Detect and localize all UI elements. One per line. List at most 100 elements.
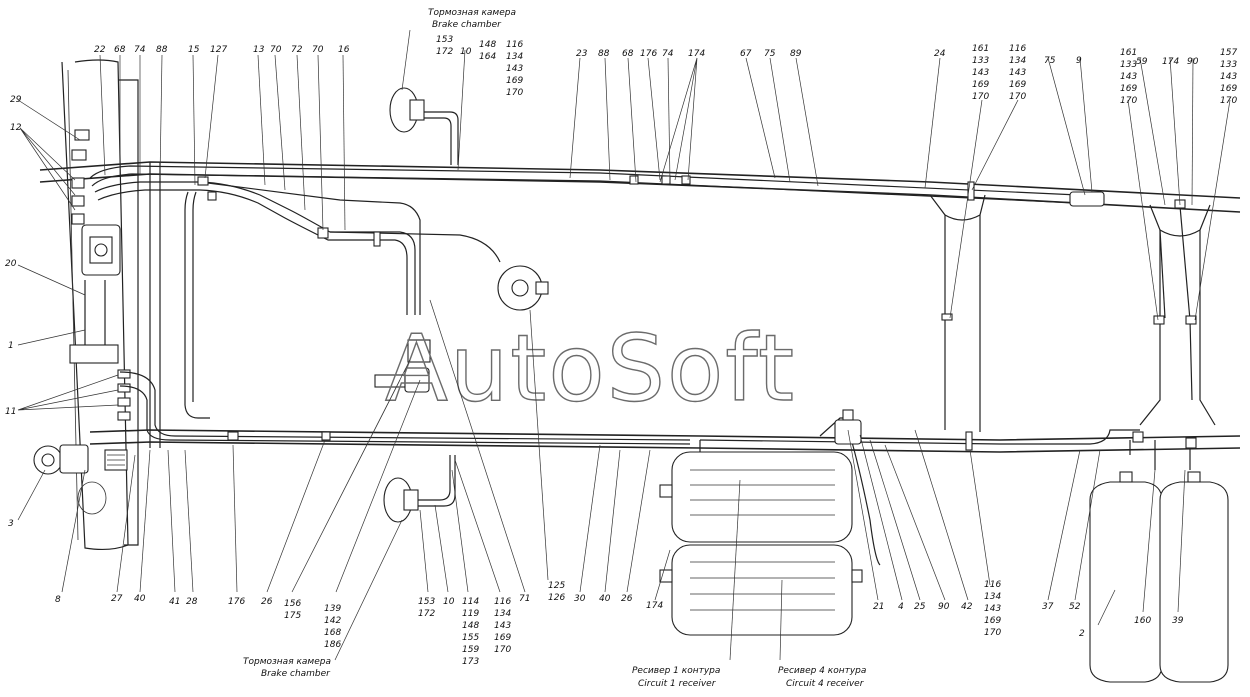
label-88: 88	[598, 49, 610, 59]
label-90: 90	[1187, 57, 1199, 67]
label-12: 12	[10, 123, 22, 133]
label-group10-2: 143	[984, 604, 1001, 614]
label-74: 74	[662, 49, 674, 59]
label-22: 22	[94, 45, 106, 55]
label-148: 148	[479, 40, 496, 50]
label-74: 74	[134, 45, 146, 55]
label-group9-3: 169	[494, 633, 511, 643]
label-37: 37	[1042, 602, 1054, 612]
label-176: 176	[640, 49, 657, 59]
watermark-text: AutoSoft	[385, 315, 796, 422]
label-group2-3: 169	[972, 80, 989, 90]
label-group5-2: 143	[1220, 72, 1237, 82]
label-group10-4: 170	[984, 628, 1001, 638]
label-group8-3: 155	[462, 633, 479, 643]
label-11: 11	[5, 407, 16, 417]
label-group4-4: 170	[1120, 96, 1137, 106]
label-26: 26	[621, 594, 633, 604]
label-group5-4: 170	[1220, 96, 1237, 106]
label-15: 15	[188, 45, 200, 55]
label-group3-0: 116	[1009, 44, 1026, 54]
label-30: 30	[574, 594, 586, 604]
label-68: 68	[622, 49, 634, 59]
label-23: 23	[576, 49, 588, 59]
label-156: 156	[284, 599, 301, 609]
label-2: 2	[1079, 629, 1085, 639]
label-10: 10	[460, 47, 472, 57]
label-group1-4: 170	[506, 88, 523, 98]
label-174: 174	[1162, 57, 1179, 67]
label-52: 52	[1069, 602, 1081, 612]
receiver-circuit-1	[659, 451, 853, 543]
label-group9-0: 116	[494, 597, 511, 607]
caption-chamber-top-ru: Тормозная камера	[428, 8, 516, 18]
label-174: 174	[688, 49, 705, 59]
label-126: 126	[548, 593, 565, 603]
label-group10-1: 134	[984, 592, 1001, 602]
label-group5-3: 169	[1220, 84, 1237, 94]
label-group3-4: 170	[1009, 92, 1026, 102]
label-164: 164	[479, 52, 496, 62]
label-group1-1: 134	[506, 52, 523, 62]
label-153: 153	[436, 35, 453, 45]
label-75: 75	[1044, 56, 1056, 66]
label-24: 24	[934, 49, 946, 59]
label-20: 20	[5, 259, 17, 269]
label-group2-1: 133	[972, 56, 989, 66]
label-1: 1	[8, 341, 14, 351]
label-group8-4: 159	[462, 645, 479, 655]
label-26: 26	[261, 597, 273, 607]
label-group2-0: 161	[972, 44, 989, 54]
label-16: 16	[338, 45, 350, 55]
caption-chamber-top-en: Brake chamber	[432, 20, 502, 30]
label-group1-3: 169	[506, 76, 523, 86]
label-group7-0: 153	[418, 597, 435, 607]
label-group8-2: 148	[462, 621, 479, 631]
label-group6-1: 142	[324, 616, 341, 626]
label-4: 4	[898, 602, 904, 612]
front-wheel-right	[118, 79, 139, 546]
label-3: 3	[8, 519, 14, 529]
caption-receiver1-en: Circuit 1 receiver	[638, 679, 717, 689]
label-group1-0: 116	[506, 40, 523, 50]
pressure-regulator	[834, 409, 862, 445]
label-70: 70	[270, 45, 282, 55]
label-group1-2: 143	[506, 64, 523, 74]
receiver-circuit-4	[659, 544, 863, 636]
caption-chamber-bottom-ru: Тормозная камера	[243, 657, 331, 667]
label-group3-3: 169	[1009, 80, 1026, 90]
pipe-runs	[89, 165, 1193, 566]
label-40: 40	[599, 594, 611, 604]
label-13: 13	[253, 45, 265, 55]
central-valve	[374, 265, 549, 393]
label-group2-2: 143	[972, 68, 989, 78]
receiver-rear-left	[1089, 471, 1163, 683]
label-90: 90	[938, 602, 950, 612]
label-59: 59	[1136, 57, 1148, 67]
front-wheel-left	[61, 59, 129, 551]
label-group8-1: 119	[462, 609, 479, 619]
label-29: 29	[10, 95, 22, 105]
label-28: 28	[186, 597, 198, 607]
label-10: 10	[443, 597, 455, 607]
front-brake-actuator	[33, 444, 128, 475]
label-group8-5: 173	[462, 657, 479, 667]
label-group6-2: 168	[324, 628, 341, 638]
label-group9-2: 143	[494, 621, 511, 631]
receiver-rear-right	[1159, 471, 1229, 683]
label-8: 8	[55, 595, 61, 605]
label-42: 42	[961, 602, 973, 612]
label-176: 176	[228, 597, 245, 607]
pipe-fittings	[197, 175, 1197, 451]
label-group2-4: 170	[972, 92, 989, 102]
captions: Тормозная камера Brake chamber Тормозная…	[243, 8, 866, 689]
brake-chamber-top	[389, 87, 459, 165]
label-group5-1: 133	[1220, 60, 1237, 70]
label-group3-2: 143	[1009, 68, 1026, 78]
label-group4-1: 133	[1120, 60, 1137, 70]
label-group4-0: 161	[1120, 48, 1137, 58]
label-group4-3: 169	[1120, 84, 1137, 94]
label-71: 71	[519, 594, 530, 604]
leader-lines	[17, 29, 1231, 661]
